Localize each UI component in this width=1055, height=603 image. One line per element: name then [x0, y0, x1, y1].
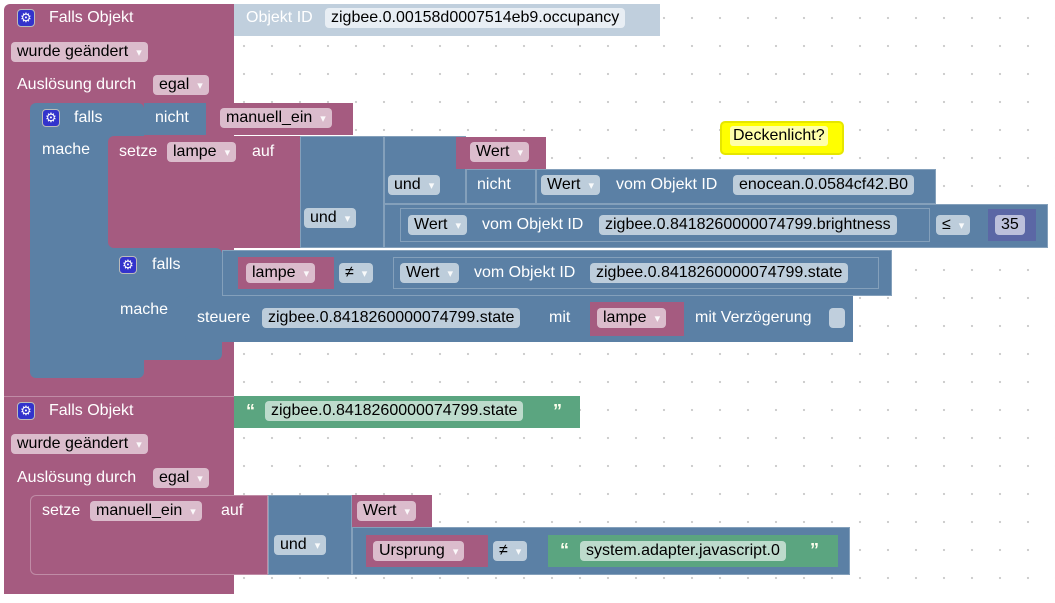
- inner-falls-label: falls: [152, 256, 181, 273]
- wert-dropdown-2[interactable]: Wert: [541, 175, 601, 195]
- vom-objekt-label-3: vom Objekt ID: [474, 264, 576, 281]
- object-id-field[interactable]: zigbee.0.00158d0007514eb9.occupancy: [325, 8, 626, 28]
- and-inner-dropdown[interactable]: und: [388, 175, 441, 195]
- operator-dropdown-2[interactable]: ≠: [339, 263, 374, 283]
- gear-icon[interactable]: ⚙: [17, 402, 35, 420]
- quote-open-icon: “: [246, 401, 255, 421]
- inner-mache-label: mache: [120, 301, 169, 318]
- trigger-dropdown[interactable]: egal: [153, 75, 209, 95]
- manuell-ein-dropdown[interactable]: manuell_ein: [220, 108, 332, 128]
- change-mode-dropdown-2[interactable]: wurde geändert: [11, 434, 148, 454]
- state-string-field[interactable]: zigbee.0.8418260000074799.state: [265, 401, 524, 421]
- trigger-dropdown-2[interactable]: egal: [153, 468, 209, 488]
- block1-title: Falls Objekt: [49, 9, 134, 26]
- wert-dropdown-3[interactable]: Wert: [408, 215, 468, 235]
- operator-dropdown-3[interactable]: ≠: [493, 541, 528, 561]
- auf-label-2: auf: [221, 502, 244, 519]
- change-mode-dropdown[interactable]: wurde geändert: [11, 42, 148, 62]
- not-block-2[interactable]: [466, 169, 536, 204]
- vom-objekt-label-2: vom Objekt ID: [482, 216, 584, 233]
- setze-label: setze: [119, 143, 158, 160]
- quote-close-icon: ”: [553, 401, 562, 421]
- lampe-get-dropdown[interactable]: lampe: [246, 263, 316, 283]
- comment-text: Deckenlicht?: [730, 126, 828, 146]
- wert-dropdown-4[interactable]: Wert: [400, 263, 460, 283]
- gear-icon[interactable]: ⚙: [17, 9, 35, 27]
- origin-dropdown[interactable]: Ursprung: [373, 541, 465, 561]
- control-state-field[interactable]: zigbee.0.8418260000074799.state: [262, 308, 521, 328]
- and-dropdown-2[interactable]: und: [274, 535, 327, 555]
- quote-close-icon: ”: [810, 540, 819, 560]
- delay-label: mit Verzögerung: [695, 309, 812, 326]
- mache-label: mache: [42, 141, 91, 158]
- adapter-field[interactable]: system.adapter.javascript.0: [580, 541, 786, 561]
- operator-dropdown-1[interactable]: ≤: [936, 215, 971, 235]
- delay-checkbox[interactable]: [829, 308, 845, 328]
- steuere-label: steuere: [197, 309, 251, 326]
- trigger-label: Auslösung durch: [17, 76, 137, 93]
- trigger-block-1-bottom: [4, 382, 234, 396]
- falls-label: falls: [74, 109, 103, 126]
- vom-objekt-label-1: vom Objekt ID: [616, 176, 718, 193]
- mit-label: mit: [549, 309, 571, 326]
- block2-title: Falls Objekt: [49, 402, 134, 419]
- wert-dropdown-5[interactable]: Wert: [357, 501, 417, 521]
- gear-icon[interactable]: ⚙: [42, 109, 60, 127]
- not-block[interactable]: [144, 103, 206, 135]
- lampe-value-dropdown[interactable]: lampe: [597, 308, 667, 328]
- setze-label-2: setze: [42, 502, 81, 519]
- state-id-field[interactable]: zigbee.0.8418260000074799.state: [590, 263, 849, 283]
- object-id-label: Objekt ID: [246, 9, 313, 26]
- auf-label: auf: [252, 143, 275, 160]
- lampe-dropdown[interactable]: lampe: [167, 142, 237, 162]
- trigger-label-2: Auslösung durch: [17, 469, 137, 486]
- gear-icon[interactable]: ⚙: [119, 256, 137, 274]
- quote-open-icon: “: [560, 540, 569, 560]
- and-outer-block[interactable]: [300, 136, 384, 248]
- number-field[interactable]: 35: [995, 215, 1025, 235]
- not-label-2: nicht: [477, 176, 511, 193]
- enocean-id-field[interactable]: enocean.0.0584cf42.B0: [733, 175, 915, 195]
- not-label: nicht: [155, 109, 189, 126]
- and-outer-dropdown[interactable]: und: [304, 208, 357, 228]
- wert-dropdown-1[interactable]: Wert: [470, 142, 530, 162]
- manuell-dropdown[interactable]: manuell_ein: [90, 501, 202, 521]
- brightness-id-field[interactable]: zigbee.0.8418260000074799.brightness: [599, 215, 897, 235]
